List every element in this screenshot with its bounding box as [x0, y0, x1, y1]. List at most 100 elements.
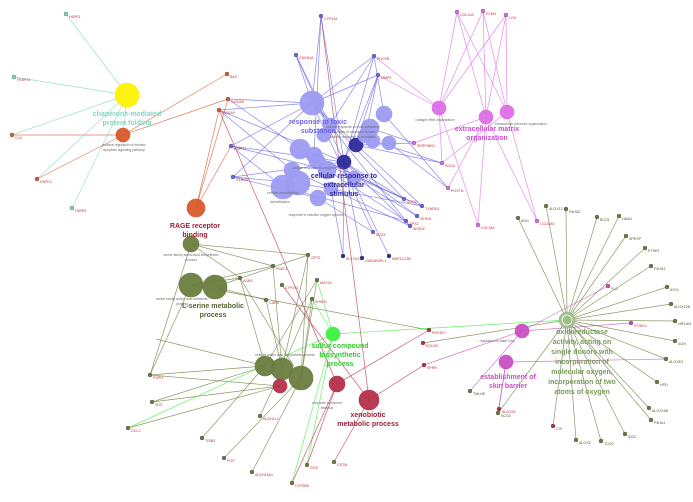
gene-label-spesp: SPESP — [629, 237, 642, 241]
edge — [291, 169, 411, 227]
edge — [355, 144, 443, 164]
small-term-label: stimulus — [321, 406, 334, 410]
label-layer: HSPE1FKBP14CLUHSPD1FABP5BAXS100A8S100A9H… — [15, 12, 691, 488]
gene-node-gpx2 — [403, 218, 409, 224]
skin-hub-b — [498, 354, 514, 370]
edge — [438, 11, 458, 109]
gene-node-hspe1 — [63, 11, 69, 17]
gene-label-haao: HAAO — [622, 217, 632, 221]
edge — [342, 161, 345, 257]
edge — [566, 303, 672, 321]
edge — [438, 10, 484, 109]
term-label-sulfur: sulfur compound — [311, 343, 368, 350]
gene-node-mat2a — [314, 277, 320, 283]
term-label-oxidoreductase: atoms of oxygen — [554, 389, 610, 396]
gene-node-psph — [147, 372, 153, 378]
edge — [151, 385, 281, 403]
edge — [218, 109, 338, 385]
gene-label-sds: SDS — [155, 403, 163, 407]
edge — [482, 10, 487, 118]
small-term-label: positive regulation of intrinsic — [102, 143, 146, 147]
gene-label-tmlhe: TMLHE — [473, 392, 486, 396]
gene-label-glrx3: GLRX3 — [236, 178, 248, 182]
small-term-label: apoptotic signaling pathway — [103, 148, 145, 152]
term-label-cellular_response: cellular response to — [311, 173, 377, 180]
gene-label-asns: ASNS — [243, 279, 253, 283]
edge — [566, 319, 650, 409]
edge — [317, 197, 374, 233]
blue-node — [283, 161, 301, 179]
xenobiotic-small-hub — [328, 375, 346, 393]
gene-label-clu: CLU — [15, 136, 23, 140]
gene-label-adi1: ADI1 — [521, 219, 529, 223]
gene-label-shmt2: SHMT2 — [315, 300, 327, 304]
edge — [485, 116, 538, 222]
edge — [477, 116, 487, 226]
edge — [311, 55, 375, 104]
gene-node-col3a1 — [475, 222, 481, 228]
gene-label-pdgfb: PDGFB — [377, 57, 390, 61]
edge — [300, 279, 318, 379]
oxidoreductase-hub — [558, 311, 576, 329]
edge — [423, 330, 523, 366]
edge — [265, 299, 283, 370]
gene-label-p4ha3: P4HA3 — [654, 267, 665, 271]
gene-label-alox15: ALOX15 — [502, 410, 516, 414]
gene-label-egln3: EGLN3 — [426, 344, 438, 348]
edge — [251, 377, 302, 473]
gene-node-shmt2 — [309, 296, 315, 302]
edge — [316, 279, 334, 335]
gene-node-clu — [9, 132, 15, 138]
term-label-chaperone: protein folding — [103, 120, 152, 127]
ecm-hub-b — [478, 109, 494, 125]
edge — [438, 107, 479, 226]
edge — [438, 14, 507, 109]
gene-node-spesp — [623, 233, 629, 239]
edge — [482, 10, 508, 113]
gene-node-postn — [445, 185, 451, 191]
gene-label-s100a9: S100A9 — [222, 111, 235, 115]
gene-node-hif1an — [672, 318, 678, 324]
gene-label-alox12b: ALOX12B — [674, 305, 691, 309]
gene-label-sesn2: SESN2 — [413, 227, 425, 231]
gene-label-ggs: GGS — [310, 466, 319, 470]
term-label-oxidoreductase: incorporation of — [555, 359, 609, 366]
gene-label-aldh1l2: ALDH1L2 — [263, 417, 279, 421]
gene-node-sco2 — [495, 410, 501, 416]
gene-node-cis — [550, 423, 556, 429]
edge — [521, 322, 632, 332]
gene-node-aldh1l2 — [257, 413, 263, 419]
gene-label-map1lc3b: MAP1LC3B — [392, 257, 411, 261]
edge — [195, 109, 220, 209]
edge — [456, 11, 508, 113]
edge — [320, 15, 370, 401]
gene-label-tdo2: TDO2 — [604, 442, 614, 446]
gene-node-p4ha3 — [648, 263, 654, 269]
edge — [264, 279, 318, 367]
gene-label-gpt2: GPT2 — [311, 256, 320, 260]
edge — [566, 319, 602, 442]
gene-label-lox: LOX — [509, 16, 517, 20]
gene-label-mmp3: MMP3 — [381, 76, 391, 80]
edge — [227, 98, 301, 150]
small-term-label: process — [185, 258, 197, 262]
edge — [566, 319, 658, 383]
small-term-label: cellular response to oxygen levels — [293, 166, 344, 170]
term-label-serine: L-serine metabolic — [182, 303, 244, 310]
gene-node-sds — [149, 399, 155, 405]
gene-label-sod2: SOD2 — [407, 200, 417, 204]
edge — [232, 102, 313, 178]
gene-label-sting1: STING1 — [634, 324, 647, 328]
blue-node — [323, 181, 339, 197]
edge — [566, 319, 652, 421]
edge — [295, 54, 331, 126]
term-label-oxidoreductase: oxidoreductase — [556, 329, 608, 336]
term-label-rage: RAGE receptor — [170, 223, 220, 230]
gene-label-ethe1: ETHE1 — [648, 249, 660, 253]
blue-node — [381, 135, 397, 151]
gene-node-p4ha2 — [563, 206, 569, 212]
gene-node-fabp5 — [69, 205, 75, 211]
gene-node-gstm — [331, 459, 337, 465]
edge — [497, 361, 507, 414]
small-term-label: process — [176, 302, 188, 306]
